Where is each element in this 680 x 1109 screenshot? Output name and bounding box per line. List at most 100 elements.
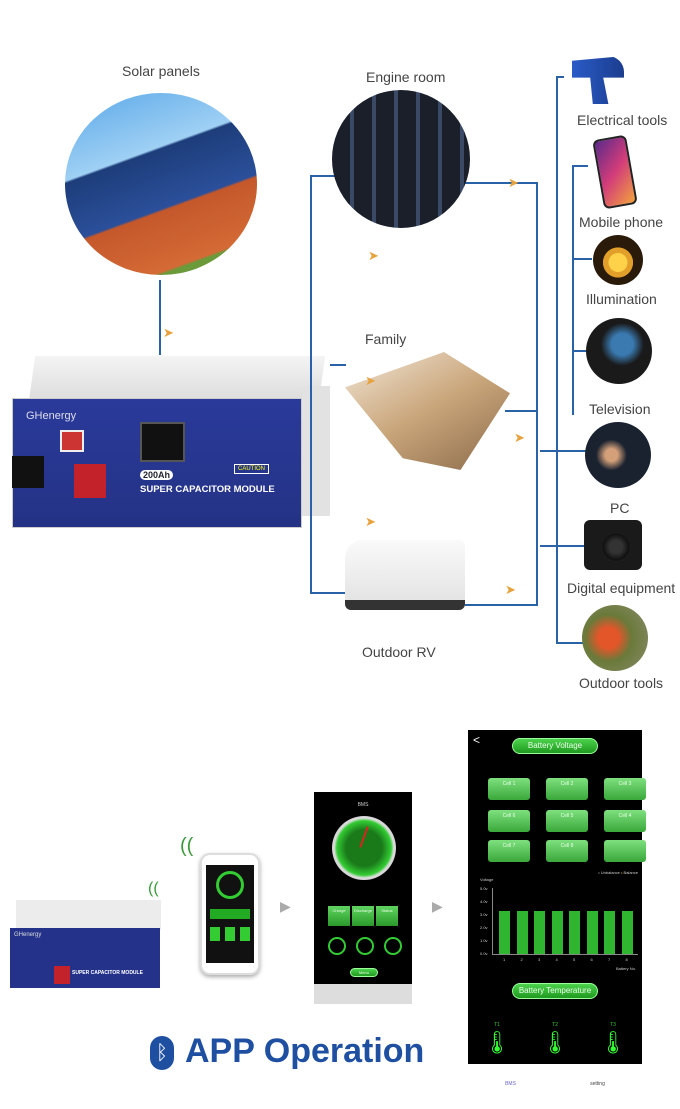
label-family: Family: [365, 331, 407, 347]
wifi-signal-icon: ((: [180, 835, 194, 857]
super-capacitor-device: 200Ah SUPER CAPACITOR MODULE CAUTION GHe…: [12, 356, 330, 531]
gauge-dial: [332, 816, 396, 880]
arrow-icon: ▶: [432, 898, 443, 914]
label-mobile-phone: Mobile phone: [579, 214, 664, 230]
current-icon: [356, 937, 374, 955]
cell-item: Cell 6: [488, 810, 530, 832]
tab-bms[interactable]: BMS: [505, 1081, 516, 1087]
sensor-label: T3: [610, 1022, 616, 1028]
arrow-icon: ➤: [163, 325, 174, 340]
voltage-bar: [499, 911, 510, 954]
positive-terminal: [74, 464, 106, 498]
thermometer-icons: 🌡🌡🌡: [483, 1030, 627, 1055]
y-tick-label: 2.0v: [480, 925, 488, 930]
arrow-icon: ➤: [368, 248, 379, 263]
drill-icon: [572, 56, 624, 104]
bulb-icon: [593, 235, 643, 285]
model-name: SUPER CAPACITOR MODULE: [140, 484, 275, 495]
capacity-badge: 200Ah: [140, 470, 174, 480]
circuit-breaker: [60, 430, 84, 452]
label-television: Television: [589, 401, 651, 417]
gauge-screen: BMS Charge Discharge Status Menu: [314, 792, 412, 1004]
lcd-screen: [140, 422, 185, 462]
chart-xlabel: Battery No.: [615, 966, 636, 971]
arrow-icon: ▶: [280, 898, 291, 914]
x-tick-label: 8: [625, 957, 628, 962]
caution-label: CAUTION: [234, 464, 269, 474]
arrow-icon: ➤: [514, 430, 525, 445]
phone-icon: [592, 134, 638, 210]
discharge-card[interactable]: Discharge: [352, 906, 374, 926]
wifi-signal-icon: ((: [148, 880, 159, 897]
cell-item: Cell 8: [546, 840, 588, 862]
sensor-label: T1: [494, 1022, 500, 1028]
battery-temperature-title: Battery Temperature: [512, 983, 598, 999]
status-card[interactable]: Status: [376, 906, 398, 926]
charge-card[interactable]: Charge: [328, 906, 350, 926]
arrow-icon: ➤: [365, 373, 376, 388]
pc-icon: [585, 422, 651, 488]
brand-logo-small: GHenergy: [14, 932, 42, 938]
tv-icon: [586, 318, 652, 384]
engine-room-image: [332, 90, 470, 228]
arrow-icon: ➤: [508, 175, 519, 190]
connector-line: [159, 280, 161, 355]
y-tick-label: 4.0v: [480, 899, 488, 904]
negative-terminal: [12, 456, 44, 488]
label-illumination: Illumination: [586, 291, 657, 307]
x-tick-label: 4: [555, 957, 558, 962]
cell-item: Cell 2: [546, 778, 588, 800]
brand-logo: GHenergy: [26, 410, 77, 422]
cell-item: Cell 5: [546, 810, 588, 832]
label-pc: PC: [610, 500, 630, 516]
bluetooth-icon: ᛒ: [150, 1036, 174, 1070]
tab-bar: [314, 984, 412, 1004]
label-outdoor-tools: Outdoor tools: [579, 675, 664, 691]
voltage-bar: [621, 911, 633, 954]
gauge-screen-title: BMS: [357, 802, 369, 808]
cell-item: Cell 7: [488, 840, 530, 862]
cell-item: [604, 840, 646, 862]
temperature-icon: [384, 937, 402, 955]
chainsaw-icon: [582, 605, 648, 671]
back-button[interactable]: <: [473, 733, 481, 747]
y-tick-label: 5.0v: [480, 886, 488, 891]
phone-small: [200, 853, 260, 975]
family-house-image: [345, 352, 510, 470]
label-engine-room: Engine room: [366, 69, 446, 85]
sensor-label: T2: [552, 1022, 558, 1028]
label-outdoor-rv: Outdoor RV: [362, 644, 436, 660]
cell-item: Cell 1: [488, 778, 530, 800]
voltage-bar: [604, 911, 615, 954]
device-small: GHenergy SUPER CAPACITOR MODULE: [10, 900, 165, 990]
x-tick-label: 1: [503, 957, 506, 962]
label-electrical-tools: Electrical tools: [577, 112, 668, 128]
solar-panels-image: [65, 93, 257, 275]
label-solar-panels: Solar panels: [122, 63, 200, 79]
bms-screen: < Battery Voltage Cell 1 Cell 2 Cell 3 C…: [468, 730, 646, 1090]
x-tick-label: 5: [573, 957, 576, 962]
charge-icon: [328, 937, 346, 955]
voltage-bar: [516, 911, 528, 954]
arrow-icon: ➤: [365, 514, 376, 529]
x-tick-label: 3: [538, 957, 541, 962]
x-tick-label: 2: [520, 957, 523, 962]
tab-setting[interactable]: setting: [590, 1081, 605, 1087]
chart-ylabel: Voltage: [480, 877, 494, 882]
label-digital-equipment: Digital equipment: [567, 580, 676, 596]
voltage-bar: [534, 911, 545, 954]
battery-voltage-title: Battery Voltage: [512, 738, 598, 754]
y-tick-label: 1.0v: [480, 938, 488, 943]
y-tick-label: 0.0v: [480, 951, 488, 956]
chart-legend: • Unbalance • Balance: [598, 870, 638, 875]
app-operation-title: APP Operation: [185, 1032, 425, 1070]
y-tick-label: 3.0v: [480, 912, 488, 917]
arrow-icon: ➤: [505, 582, 516, 597]
cell-item: Cell 3: [604, 778, 646, 800]
voltage-bar: [586, 911, 598, 954]
menu-button[interactable]: Menu: [350, 968, 378, 977]
voltage-bar: [551, 911, 563, 954]
x-tick-label: 7: [608, 957, 611, 962]
cell-item: Cell 4: [604, 810, 646, 832]
